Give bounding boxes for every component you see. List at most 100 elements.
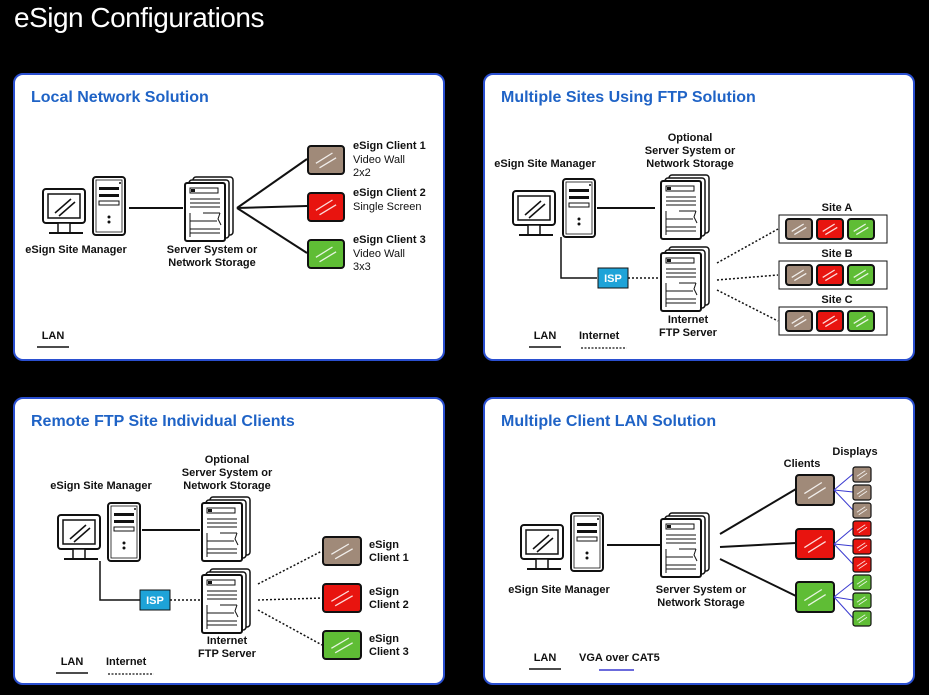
site-screen-icon xyxy=(816,310,844,332)
site-screen-icon xyxy=(847,310,875,332)
ftp-server-icon xyxy=(201,568,251,634)
display-screen-icon xyxy=(852,484,872,501)
internet-link xyxy=(257,550,323,585)
internet-link xyxy=(716,228,779,264)
optional-server-icon xyxy=(201,496,251,562)
client-label: eSign xyxy=(369,539,399,551)
label: Network Storage xyxy=(657,597,744,609)
connection-line xyxy=(236,207,308,254)
vga-link xyxy=(833,527,854,545)
client-detail: 2x2 xyxy=(353,167,371,179)
server-icon xyxy=(184,176,234,242)
connection-line xyxy=(236,158,308,209)
display-screen-icon xyxy=(852,556,872,573)
client-screen-icon xyxy=(795,528,835,560)
client-label: Client 2 xyxy=(369,599,409,611)
clients-label: Clients xyxy=(784,458,821,470)
vga-link xyxy=(833,596,854,601)
site-screen-icon xyxy=(785,264,813,286)
internet-link xyxy=(257,609,323,646)
client-screen-icon xyxy=(307,145,345,175)
vga-link xyxy=(833,596,854,619)
panel-local-network: Local Network Solution eSign Site Manage… xyxy=(13,73,445,361)
site-label: Site C xyxy=(821,294,852,306)
site-manager-icon xyxy=(42,176,126,236)
panel-title: Remote FTP Site Individual Clients xyxy=(31,413,295,430)
client-name: eSign Client 3 xyxy=(353,234,426,246)
site-manager-icon xyxy=(520,512,604,572)
client-detail: Video Wall xyxy=(353,154,405,166)
label: Server System or xyxy=(656,584,747,596)
legend-lan-label: LAN xyxy=(534,652,557,664)
client-screen-icon xyxy=(322,536,362,566)
panel-multiple-client-lan: Multiple Client LAN Solution eSign Site … xyxy=(483,397,915,685)
label: Server System or xyxy=(645,145,736,157)
display-screen-icon xyxy=(852,592,872,609)
server-icon xyxy=(660,512,710,578)
display-screen-icon xyxy=(852,574,872,591)
client-label: Client 3 xyxy=(369,646,409,658)
legend-secondary-label: VGA over CAT5 xyxy=(579,652,660,664)
site-label: Site A xyxy=(822,202,853,214)
isp-label: ISP xyxy=(604,273,622,285)
label: FTP Server xyxy=(659,327,718,339)
display-screen-icon xyxy=(852,538,872,555)
lan-line xyxy=(560,237,597,279)
connection-line xyxy=(719,542,797,548)
legend-secondary-label: Internet xyxy=(106,656,147,668)
client-screen-icon xyxy=(307,239,345,269)
isp-box: ISP xyxy=(139,589,171,611)
client-label: eSign xyxy=(369,633,399,645)
optional-server-icon xyxy=(660,174,710,240)
site-screen-icon xyxy=(785,310,813,332)
panel-remote-ftp-clients: Remote FTP Site Individual Clients eSign… xyxy=(13,397,445,685)
vga-link xyxy=(833,473,854,491)
isp-box: ISP xyxy=(597,267,629,289)
internet-link xyxy=(716,289,779,322)
client-screen-icon xyxy=(322,630,362,660)
client-name: eSign Client 1 xyxy=(353,140,426,152)
panel-title: Multiple Sites Using FTP Solution xyxy=(501,89,756,106)
label: Server System or xyxy=(167,244,258,256)
page-title: eSign Configurations xyxy=(14,2,264,33)
display-screen-icon xyxy=(852,610,872,627)
site-manager-icon xyxy=(57,502,141,562)
panel-title: Multiple Client LAN Solution xyxy=(501,413,717,430)
display-screen-icon xyxy=(852,502,872,519)
label: Network Storage xyxy=(646,158,733,170)
display-screen-icon xyxy=(852,520,872,537)
client-screen-icon xyxy=(307,192,345,222)
client-label: Client 1 xyxy=(369,552,409,564)
vga-link xyxy=(833,489,854,493)
legend-lan-label: LAN xyxy=(61,656,84,668)
label: Internet xyxy=(668,314,709,326)
label: Network Storage xyxy=(183,480,270,492)
label: Optional xyxy=(205,454,250,466)
internet-link xyxy=(716,274,779,281)
vga-link xyxy=(833,543,854,565)
site-screen-icon xyxy=(816,264,844,286)
label: Internet xyxy=(207,635,248,647)
site-screen-icon xyxy=(847,264,875,286)
local-network-diagram: eSign Site Manager Server System orNetwor… xyxy=(25,140,426,348)
isp-label: ISP xyxy=(146,595,164,607)
label: eSign Site Manager xyxy=(508,584,610,596)
client-detail: Single Screen xyxy=(353,201,422,213)
lan-line xyxy=(99,561,140,601)
site-screen-icon xyxy=(816,218,844,240)
site-screen-icon xyxy=(785,218,813,240)
connection-line xyxy=(236,205,308,209)
internet-link xyxy=(257,597,323,601)
vga-link xyxy=(833,543,854,547)
connection-line xyxy=(719,558,797,597)
client-screen-icon xyxy=(795,581,835,613)
client-screen-icon xyxy=(322,583,362,613)
label: eSign Site Manager xyxy=(50,480,152,492)
label: eSign Site Manager xyxy=(25,244,127,256)
legend-lan-label: LAN xyxy=(534,330,557,342)
label: Network Storage xyxy=(168,257,255,269)
label: FTP Server xyxy=(198,648,257,660)
vga-link xyxy=(833,581,854,598)
